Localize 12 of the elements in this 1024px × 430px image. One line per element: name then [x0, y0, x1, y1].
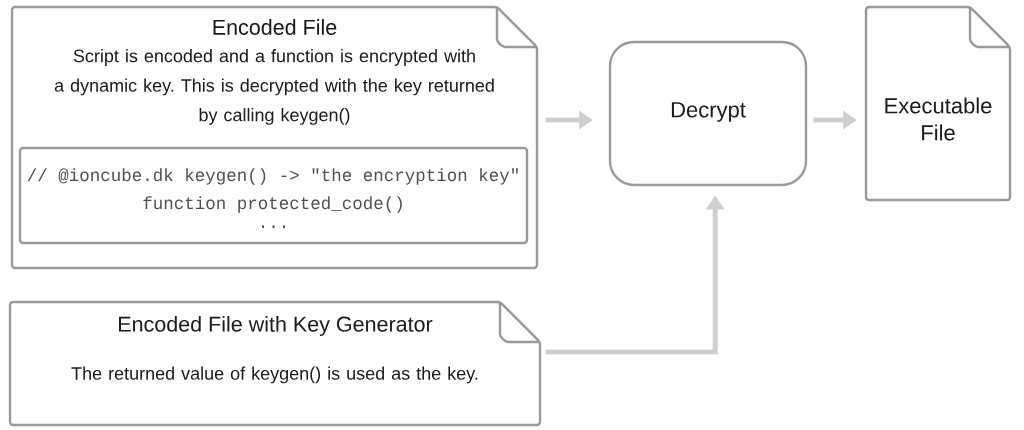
code-line: function protected_code(): [143, 196, 402, 213]
code-box: [18, 146, 529, 245]
box-title: Encoded File: [213, 19, 337, 35]
process-box: Decrypt: [608, 40, 808, 187]
document-box: [8, 300, 542, 427]
description-text: Script is encoded and a function is encrypted with a dynamic key. This is decrypted with the key returned by calling keygen(): [54, 49, 494, 125]
code-line: // @ioncube.dk keygen() -> "the encryption key": [27, 168, 518, 185]
document-box: Executable File: [864, 5, 1012, 202]
description-text: The returned value of keygen() is used as the key.: [71, 366, 478, 384]
code-line: ...: [262, 225, 285, 228]
document-box: [10, 5, 539, 270]
box-title: Encoded File with Key Generator: [119, 315, 433, 336]
